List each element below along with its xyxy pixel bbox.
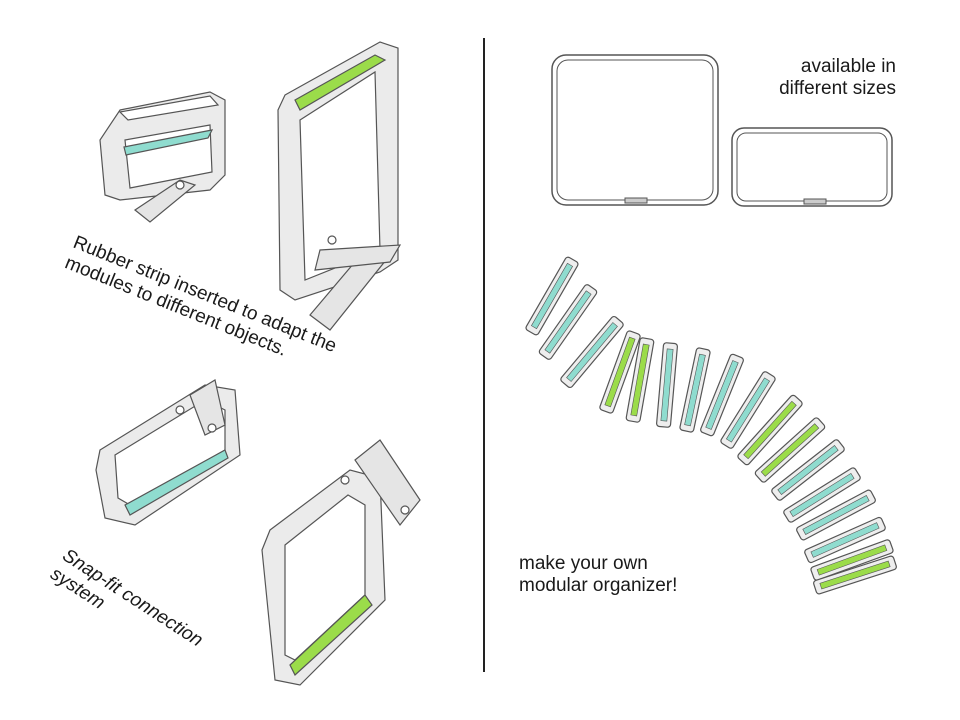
chain-module [560,315,624,389]
organizer-caption: make your own modular organizer! [519,553,677,597]
rubber-strip [660,348,674,422]
chain-module [771,439,845,501]
rubber-strip [544,290,592,354]
chain-module [599,330,641,414]
chain-module [804,516,886,564]
chain-module [656,342,678,428]
rubber-strip [819,560,891,590]
caption-line: available in [800,56,896,77]
large-frame [551,54,719,206]
caption-line: modular organizer! [519,575,678,596]
chain-module [810,539,894,581]
chain-module [538,284,598,360]
rubber-strip [802,495,870,535]
rubber-strip [725,377,771,443]
module-small-open [99,91,226,223]
chain-module [813,555,897,595]
sizes-caption: available in different sizes [779,56,896,100]
rubber-strip [684,353,706,427]
rubber-strip [630,343,650,417]
rubber-strip [705,360,739,430]
small-frame [731,127,893,207]
rubber-strip [810,522,880,558]
rubber-strip [566,322,618,382]
module-large-open [277,41,402,331]
module-snap-fit-large [261,439,421,686]
chain-module [525,256,579,336]
rubber-strip [760,423,820,477]
chain-module [700,353,744,437]
rubber-strip [530,262,574,330]
caption-line: different sizes [779,78,896,99]
chain-module [679,347,711,433]
chain-module [737,394,803,466]
rubber-strip [743,400,797,460]
chain-module [796,489,876,541]
chain-module [754,417,826,483]
chain-module [720,371,776,449]
chain-module [625,337,655,423]
rubber-strip [789,472,855,518]
rubber-strip [777,445,839,495]
rubber-strip [816,544,888,576]
module-snap-fit-small [95,379,241,526]
rubber-strip [604,336,636,408]
chain-module [783,467,861,523]
caption-line: make your own [519,553,648,574]
modular-organizer-chain [525,256,897,595]
